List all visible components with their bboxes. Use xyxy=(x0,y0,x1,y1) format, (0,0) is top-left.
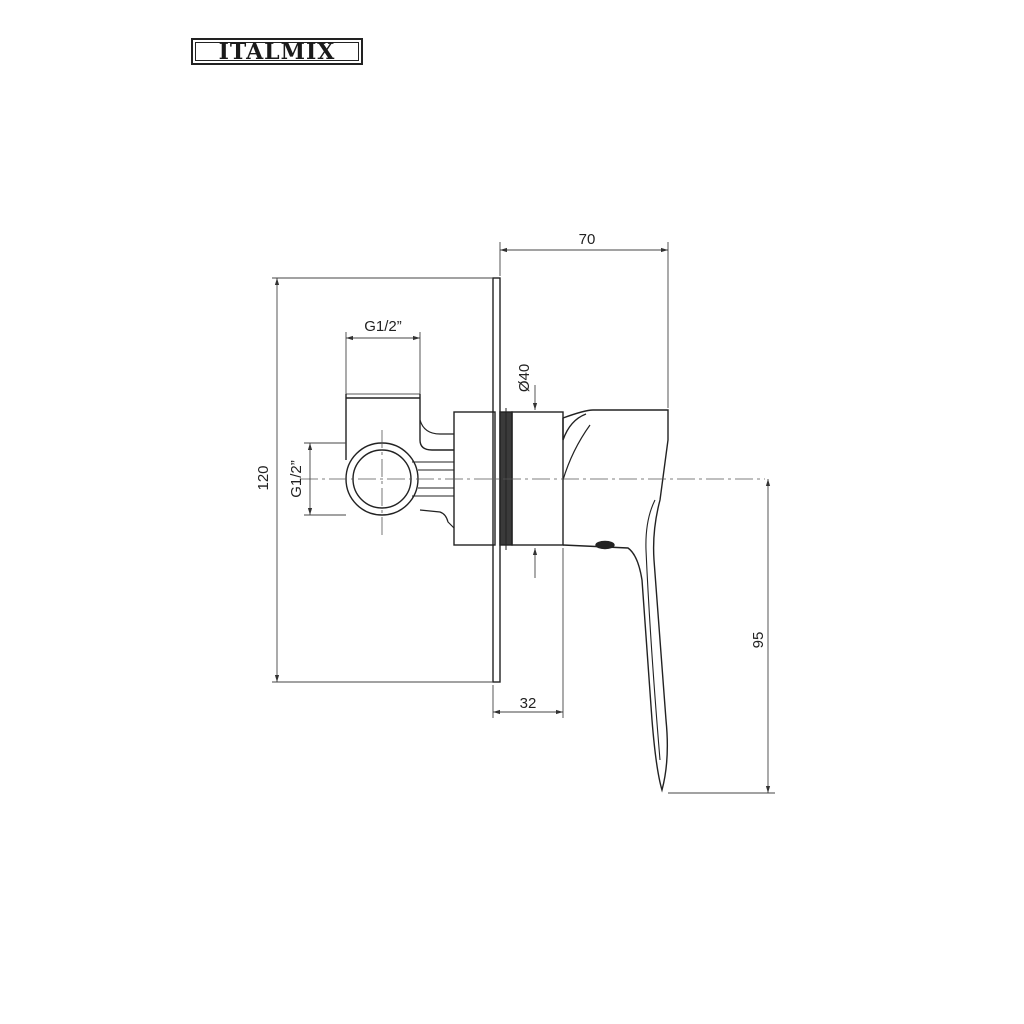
inlet-connector xyxy=(412,461,454,497)
dimension-lines xyxy=(272,242,775,794)
lever-screw xyxy=(595,540,615,550)
dim-inlet-vertical: G1/2” xyxy=(288,460,305,498)
dim-body-depth: 32 xyxy=(520,695,537,712)
vertical-inlet xyxy=(345,397,454,460)
logo-text: ITALMIX xyxy=(218,38,336,65)
dim-lever-drop: 95 xyxy=(750,632,767,649)
brand-logo: ITALMIX xyxy=(191,38,363,65)
dim-height-total: 120 xyxy=(255,465,272,490)
front-cylinder xyxy=(511,411,564,546)
wall-plate xyxy=(492,277,501,683)
logo-inner-border xyxy=(195,42,359,61)
dim-width-total: 70 xyxy=(579,231,596,248)
mixer-body xyxy=(345,277,669,793)
center-lines xyxy=(300,430,765,535)
rear-cylinder xyxy=(453,411,496,546)
dim-sleeve-diameter: Ø40 xyxy=(516,364,533,392)
lever-head xyxy=(562,409,669,793)
dim-inlet-horizontal: G1/2” xyxy=(364,318,402,335)
